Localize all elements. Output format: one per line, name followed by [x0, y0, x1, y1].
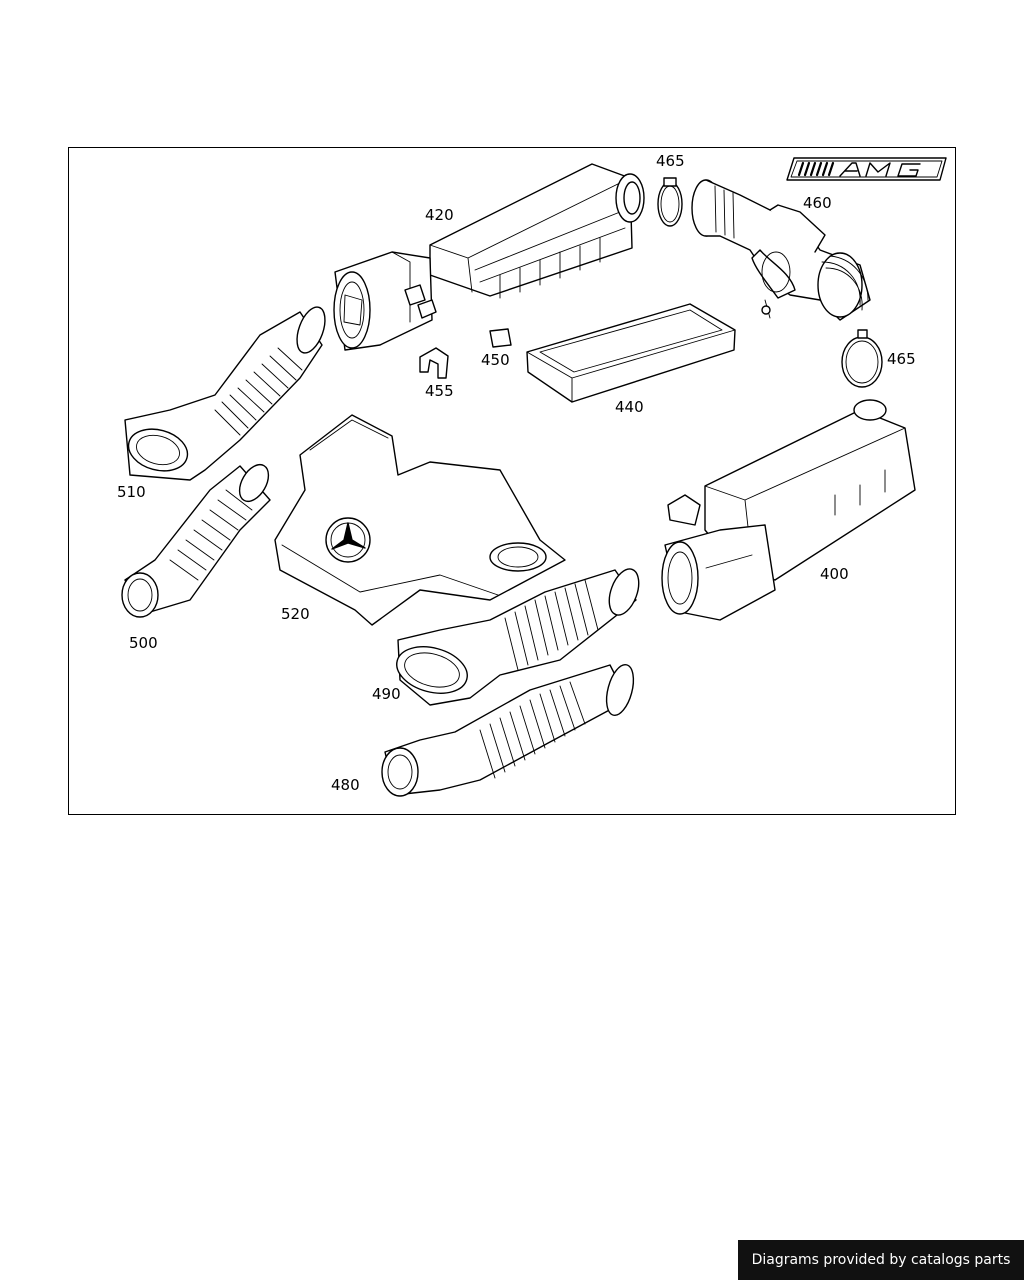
- part-500-air-intake-duct: [121, 463, 271, 618]
- part-510-air-intake-duct: [124, 306, 326, 481]
- label-465-top: 465: [656, 152, 685, 170]
- label-510: 510: [117, 483, 146, 501]
- diagram-frame: [68, 147, 956, 815]
- label-450: 450: [481, 351, 510, 369]
- part-480-air-intake-duct: [381, 663, 635, 797]
- label-420: 420: [425, 206, 454, 224]
- part-400-air-filter-housing-lower: [661, 399, 916, 621]
- label-490: 490: [372, 685, 401, 703]
- part-465-hose-clamp-right: [841, 329, 883, 388]
- part-460-intake-hose: [691, 179, 871, 321]
- label-520: 520: [281, 605, 310, 623]
- part-465-hose-clamp-top: [657, 177, 683, 227]
- label-480: 480: [331, 776, 360, 794]
- label-500: 500: [129, 634, 158, 652]
- label-465-right: 465: [887, 350, 916, 368]
- label-455: 455: [425, 382, 454, 400]
- footer-credit: Diagrams provided by catalogs parts: [738, 1240, 1024, 1280]
- part-440-air-filter-element: [526, 303, 736, 403]
- footer-credit-text: Diagrams provided by catalogs parts: [751, 1252, 1011, 1268]
- label-460: 460: [803, 194, 832, 212]
- part-490-air-intake-duct: [396, 568, 640, 706]
- part-450-rubber-block: [489, 328, 512, 348]
- label-400: 400: [820, 565, 849, 583]
- part-455-retaining-clip: [419, 347, 449, 379]
- part-420-air-filter-housing-upper: [333, 163, 645, 351]
- amg-logo: [786, 157, 947, 181]
- label-440: 440: [615, 398, 644, 416]
- part-520-engine-cover: [274, 414, 566, 626]
